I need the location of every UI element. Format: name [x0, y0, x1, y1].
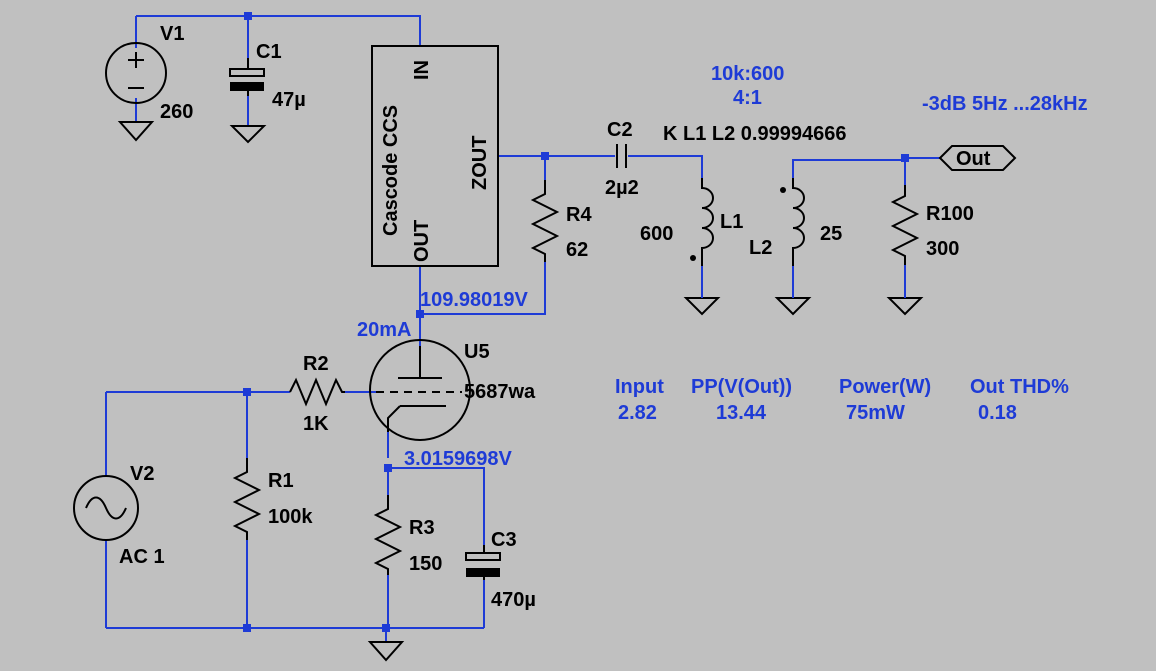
r100-ground-symbol [886, 292, 924, 316]
measure-label-thd: Out THD% [970, 376, 1069, 398]
r4-name: R4 [566, 204, 592, 226]
c1-capacitor: C1 47µ [229, 41, 306, 111]
r2-resistor: R2 1K [289, 353, 345, 435]
v1-dc-source: V1 260 [105, 23, 193, 123]
measure-label-input: Input [615, 376, 664, 398]
l1-name: L1 [720, 211, 743, 233]
transformer-ratio-turns: 4:1 [733, 87, 762, 109]
measurement-table: Input 2.82 PP(V(Out)) 13.44 Power(W) 75m… [615, 376, 1069, 424]
junctions [243, 12, 909, 632]
l2-value: 25 [820, 223, 842, 245]
r3-value: 150 [409, 553, 442, 575]
wires [105, 15, 940, 642]
measure-value-pp: 13.44 [716, 402, 767, 424]
v2-name: V2 [130, 463, 154, 485]
c3-value: 470µ [491, 589, 536, 611]
measure-value-thd: 0.18 [978, 402, 1017, 424]
l2-ground-symbol [774, 292, 812, 316]
r100-value: 300 [926, 238, 959, 260]
r1-resistor: R1 100k [232, 458, 313, 540]
r1-name: R1 [268, 470, 294, 492]
c3-capacitor: C3 470µ [465, 529, 536, 611]
cathode-voltage-readout: 3.0159698V [404, 448, 513, 470]
r3-resistor: R3 150 [373, 495, 442, 575]
c2-capacitor: C2 2µ2 [605, 119, 639, 199]
v1-ground-symbol [117, 121, 155, 142]
l2-name: L2 [749, 237, 772, 259]
ccs-title: Cascode CCS [380, 105, 402, 236]
r2-value: 1K [303, 413, 329, 435]
measure-label-power: Power(W) [839, 376, 931, 398]
ccs-pin-out: OUT [411, 220, 433, 262]
v2-value: AC 1 [119, 546, 165, 568]
r3-name: R3 [409, 517, 435, 539]
u5-triode-tube: U5 5687wa [369, 339, 536, 441]
output-net-label: Out [956, 148, 991, 170]
plate-voltage-readout: 109.98019V [420, 289, 529, 311]
annotations: 10k:600 4:1 -3dB 5Hz ...28kHz 109.98019V… [357, 63, 1088, 470]
ccs-pin-in: IN [411, 60, 433, 80]
output-net-flag: Out [938, 145, 1017, 171]
cascode-ccs-block: Cascode CCS IN ZOUT OUT [371, 45, 499, 267]
bandwidth-annotation: -3dB 5Hz ...28kHz [922, 93, 1088, 115]
ccs-pin-zout: ZOUT [469, 136, 491, 190]
c2-value: 2µ2 [605, 177, 639, 199]
r4-value: 62 [566, 239, 588, 261]
r1-value: 100k [268, 506, 313, 528]
r4-resistor: R4 62 [530, 180, 592, 262]
r100-name: R100 [926, 203, 974, 225]
plate-current-readout: 20mA [357, 319, 411, 341]
c3-name: C3 [491, 529, 517, 551]
c1-value: 47µ [272, 89, 306, 111]
l1-inductor: L1 600 [640, 178, 743, 266]
r2-name: R2 [303, 353, 329, 375]
r100-resistor: R100 300 [890, 185, 974, 265]
measure-value-input: 2.82 [618, 402, 657, 424]
c1-ground-symbol [229, 125, 267, 144]
l2-inductor: L2 25 [749, 178, 842, 266]
u5-name: U5 [464, 341, 490, 363]
v1-value: 260 [160, 101, 193, 123]
u5-value: 5687wa [464, 381, 536, 403]
v2-ac-source: V2 AC 1 [73, 463, 165, 568]
measure-label-pp: PP(V(Out)) [691, 376, 792, 398]
l1-value: 600 [640, 223, 673, 245]
transformer-ratio-impedance: 10k:600 [711, 63, 784, 85]
main-ground-symbol [367, 641, 405, 662]
measure-value-power: 75mW [846, 402, 905, 424]
l1-ground-symbol [683, 292, 721, 316]
c1-name: C1 [256, 41, 282, 63]
v1-name: V1 [160, 23, 184, 45]
c2-name: C2 [607, 119, 633, 141]
coupling-directive: K L1 L2 0.99994666 [663, 123, 846, 145]
